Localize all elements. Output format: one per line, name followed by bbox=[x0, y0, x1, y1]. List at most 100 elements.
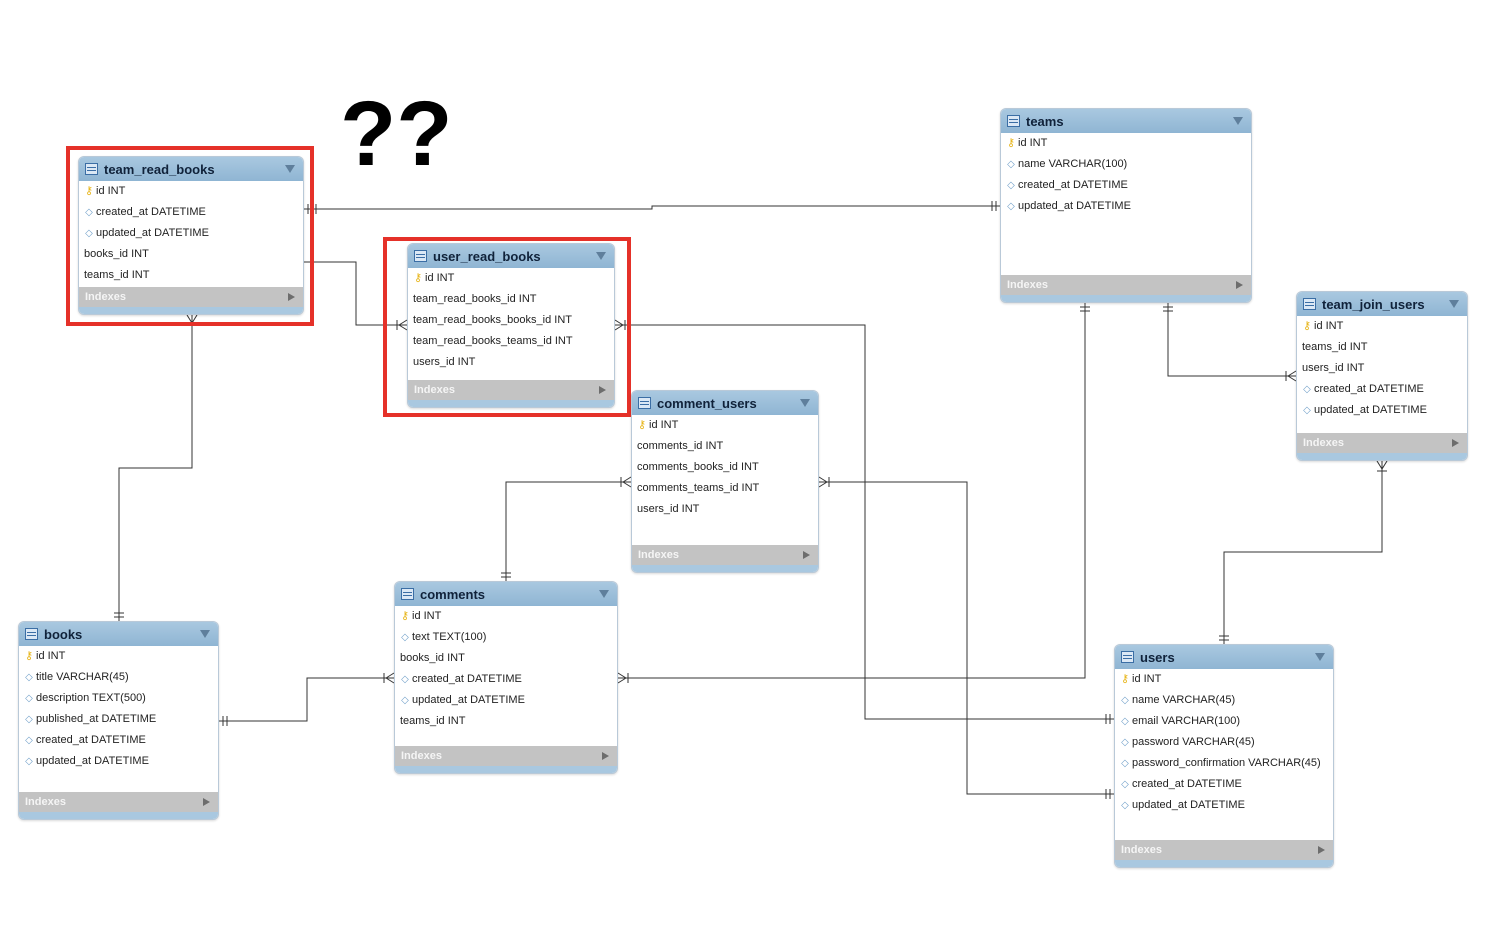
collapse-triangle-icon[interactable] bbox=[599, 590, 609, 598]
collapse-triangle-icon[interactable] bbox=[596, 252, 606, 260]
column-label: comments_books_id INT bbox=[637, 461, 759, 473]
column-row[interactable]: team_read_books_teams_id INT bbox=[408, 331, 614, 352]
indexes-section[interactable]: Indexes bbox=[1297, 433, 1467, 453]
expand-indexes-icon[interactable] bbox=[602, 752, 609, 760]
collapse-triangle-icon[interactable] bbox=[1315, 653, 1325, 661]
relationship-teams-team-join-users bbox=[1167, 303, 1296, 377]
column-row[interactable]: ◇created_at DATETIME bbox=[1115, 774, 1333, 795]
column-label: users_id INT bbox=[413, 356, 476, 368]
column-row[interactable]: ⚷id INT bbox=[79, 181, 303, 202]
column-row[interactable]: books_id INT bbox=[395, 648, 617, 669]
many-marker bbox=[1376, 460, 1383, 470]
column-row[interactable]: comments_teams_id INT bbox=[632, 478, 818, 499]
expand-indexes-icon[interactable] bbox=[288, 293, 295, 301]
table-header[interactable]: books bbox=[19, 622, 218, 646]
column-row[interactable]: ◇updated_at DATETIME bbox=[395, 690, 617, 711]
column-diamond-icon: ◇ bbox=[1121, 800, 1129, 811]
column-diamond-icon: ◇ bbox=[1121, 737, 1129, 748]
column-row[interactable]: comments_books_id INT bbox=[632, 457, 818, 478]
column-row[interactable]: team_read_books_books_id INT bbox=[408, 310, 614, 331]
column-row[interactable]: users_id INT bbox=[408, 352, 614, 373]
table-header[interactable]: team_join_users bbox=[1297, 292, 1467, 316]
collapse-triangle-icon[interactable] bbox=[800, 399, 810, 407]
table-bottom-strip bbox=[1115, 860, 1333, 867]
column-row[interactable]: ◇updated_at DATETIME bbox=[79, 223, 303, 244]
column-row[interactable]: teams_id INT bbox=[1297, 337, 1467, 358]
column-row[interactable]: ◇created_at DATETIME bbox=[1001, 175, 1251, 196]
indexes-section[interactable]: Indexes bbox=[395, 746, 617, 766]
table-header[interactable]: users bbox=[1115, 645, 1333, 669]
expand-indexes-icon[interactable] bbox=[203, 798, 210, 806]
column-row[interactable]: team_read_books_id INT bbox=[408, 289, 614, 310]
expand-indexes-icon[interactable] bbox=[1318, 846, 1325, 854]
indexes-label: Indexes bbox=[85, 291, 126, 303]
table-teams[interactable]: teams ⚷id INT◇name VARCHAR(100)◇created_a… bbox=[1000, 108, 1252, 303]
column-row[interactable]: ◇published_at DATETIME bbox=[19, 709, 218, 730]
table-comments[interactable]: comments⚷id INT◇text TEXT(100)books_id I… bbox=[394, 581, 618, 774]
table-header[interactable]: team_read_books bbox=[79, 157, 303, 181]
column-row[interactable]: ◇updated_at DATETIME bbox=[1297, 400, 1467, 421]
collapse-triangle-icon[interactable] bbox=[1233, 117, 1243, 125]
column-row[interactable]: ◇created_at DATETIME bbox=[1297, 379, 1467, 400]
table-team-read-books[interactable]: team_read_books⚷id INT◇created_at DATETI… bbox=[78, 156, 304, 315]
column-row[interactable]: ◇created_at DATETIME bbox=[79, 202, 303, 223]
indexes-section[interactable]: Indexes bbox=[79, 287, 303, 307]
table-icon bbox=[414, 250, 427, 262]
column-row[interactable]: ◇updated_at DATETIME bbox=[1115, 795, 1333, 816]
column-row[interactable]: users_id INT bbox=[632, 499, 818, 520]
column-row[interactable]: ◇updated_at DATETIME bbox=[1001, 196, 1251, 217]
expand-indexes-icon[interactable] bbox=[1452, 439, 1459, 447]
table-users[interactable]: users⚷id INT◇name VARCHAR(45)◇email VARC… bbox=[1114, 644, 1334, 868]
column-row[interactable]: ◇title VARCHAR(45) bbox=[19, 667, 218, 688]
indexes-section[interactable]: Indexes bbox=[1001, 275, 1251, 295]
column-diamond-icon: ◇ bbox=[1007, 180, 1015, 191]
indexes-section[interactable]: Indexes bbox=[1115, 840, 1333, 860]
indexes-section[interactable]: Indexes bbox=[19, 792, 218, 812]
column-row[interactable]: ◇description TEXT(500) bbox=[19, 688, 218, 709]
column-row[interactable]: users_id INT bbox=[1297, 358, 1467, 379]
table-header[interactable]: comment_users bbox=[632, 391, 818, 415]
column-row[interactable]: ⚷id INT bbox=[632, 415, 818, 436]
indexes-label: Indexes bbox=[1121, 844, 1162, 856]
column-row[interactable]: ◇created_at DATETIME bbox=[395, 669, 617, 690]
table-books[interactable]: books⚷id INT◇title VARCHAR(45)◇descripti… bbox=[18, 621, 219, 820]
expand-indexes-icon[interactable] bbox=[803, 551, 810, 559]
expand-indexes-icon[interactable] bbox=[599, 386, 606, 394]
collapse-triangle-icon[interactable] bbox=[200, 630, 210, 638]
expand-indexes-icon[interactable] bbox=[1236, 281, 1243, 289]
table-header[interactable]: user_read_books bbox=[408, 244, 614, 268]
column-row[interactable]: ◇password_confirmation VARCHAR(45) bbox=[1115, 753, 1333, 774]
column-row[interactable]: ◇name VARCHAR(100) bbox=[1001, 154, 1251, 175]
column-row[interactable]: comments_id INT bbox=[632, 436, 818, 457]
indexes-section[interactable]: Indexes bbox=[632, 545, 818, 565]
collapse-triangle-icon[interactable] bbox=[285, 165, 295, 173]
column-row[interactable]: ◇name VARCHAR(45) bbox=[1115, 690, 1333, 711]
column-row[interactable]: books_id INT bbox=[79, 244, 303, 265]
relationship-comments-books bbox=[219, 677, 394, 722]
table-header[interactable]: comments bbox=[395, 582, 617, 606]
column-row[interactable]: ◇text TEXT(100) bbox=[395, 627, 617, 648]
column-row[interactable]: ⚷id INT bbox=[1297, 316, 1467, 337]
indexes-section[interactable]: Indexes bbox=[408, 380, 614, 400]
column-row[interactable]: ⚷id INT bbox=[395, 606, 617, 627]
table-name: teams bbox=[1026, 113, 1064, 129]
column-row[interactable]: ◇updated_at DATETIME bbox=[19, 751, 218, 772]
column-row[interactable]: ⚷id INT bbox=[408, 268, 614, 289]
collapse-triangle-icon[interactable] bbox=[1449, 300, 1459, 308]
column-row[interactable]: ◇email VARCHAR(100) bbox=[1115, 711, 1333, 732]
column-label: updated_at DATETIME bbox=[1132, 799, 1245, 811]
column-row[interactable]: teams_id INT bbox=[395, 711, 617, 732]
column-row[interactable]: ⚷id INT bbox=[1001, 133, 1251, 154]
column-diamond-icon: ◇ bbox=[1121, 695, 1129, 706]
column-row[interactable]: ◇password VARCHAR(45) bbox=[1115, 732, 1333, 753]
many-marker bbox=[1287, 370, 1297, 377]
column-row[interactable]: ⚷id INT bbox=[1115, 669, 1333, 690]
column-row[interactable]: ◇created_at DATETIME bbox=[19, 730, 218, 751]
column-row[interactable]: ⚷id INT bbox=[19, 646, 218, 667]
column-row[interactable]: teams_id INT bbox=[79, 265, 303, 286]
table-header[interactable]: teams bbox=[1001, 109, 1251, 133]
